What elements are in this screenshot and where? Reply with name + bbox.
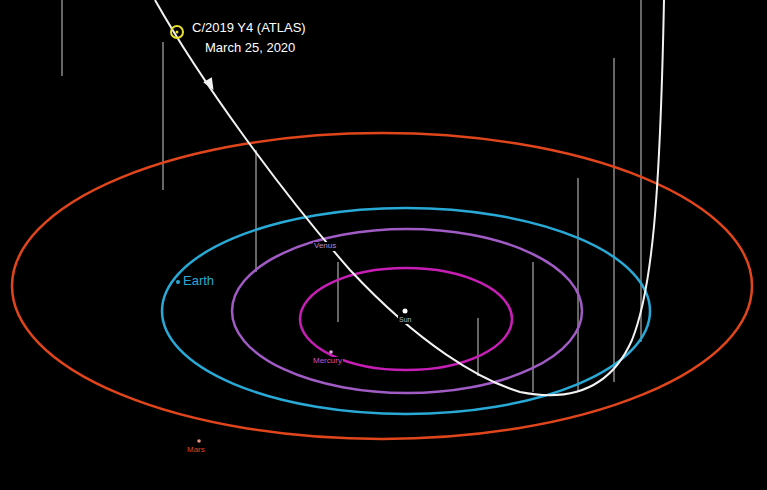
comet-path	[155, 0, 664, 395]
ecliptic-drop-lines	[62, 0, 641, 392]
earth-dot	[176, 280, 180, 284]
planet-label: Mars	[186, 446, 206, 455]
comet-dot	[176, 31, 179, 34]
planet-label: Earth	[182, 274, 215, 288]
mercury-dot	[329, 350, 333, 354]
earth-orbit	[162, 208, 650, 414]
planet-label: Mercury	[312, 357, 343, 366]
mercury-orbit	[300, 268, 512, 370]
comet-marker	[171, 26, 183, 38]
mars-dot	[197, 439, 201, 443]
star-label: Sun	[398, 316, 412, 324]
planet-label: Venus	[313, 242, 337, 251]
date-label: March 25, 2020	[204, 41, 296, 55]
venus-orbit	[232, 229, 582, 393]
comet-name: C/2019 Y4 (ATLAS)	[191, 21, 307, 35]
mars-orbit	[12, 133, 752, 439]
direction-arrow	[203, 77, 218, 92]
sun-dot	[403, 309, 408, 314]
